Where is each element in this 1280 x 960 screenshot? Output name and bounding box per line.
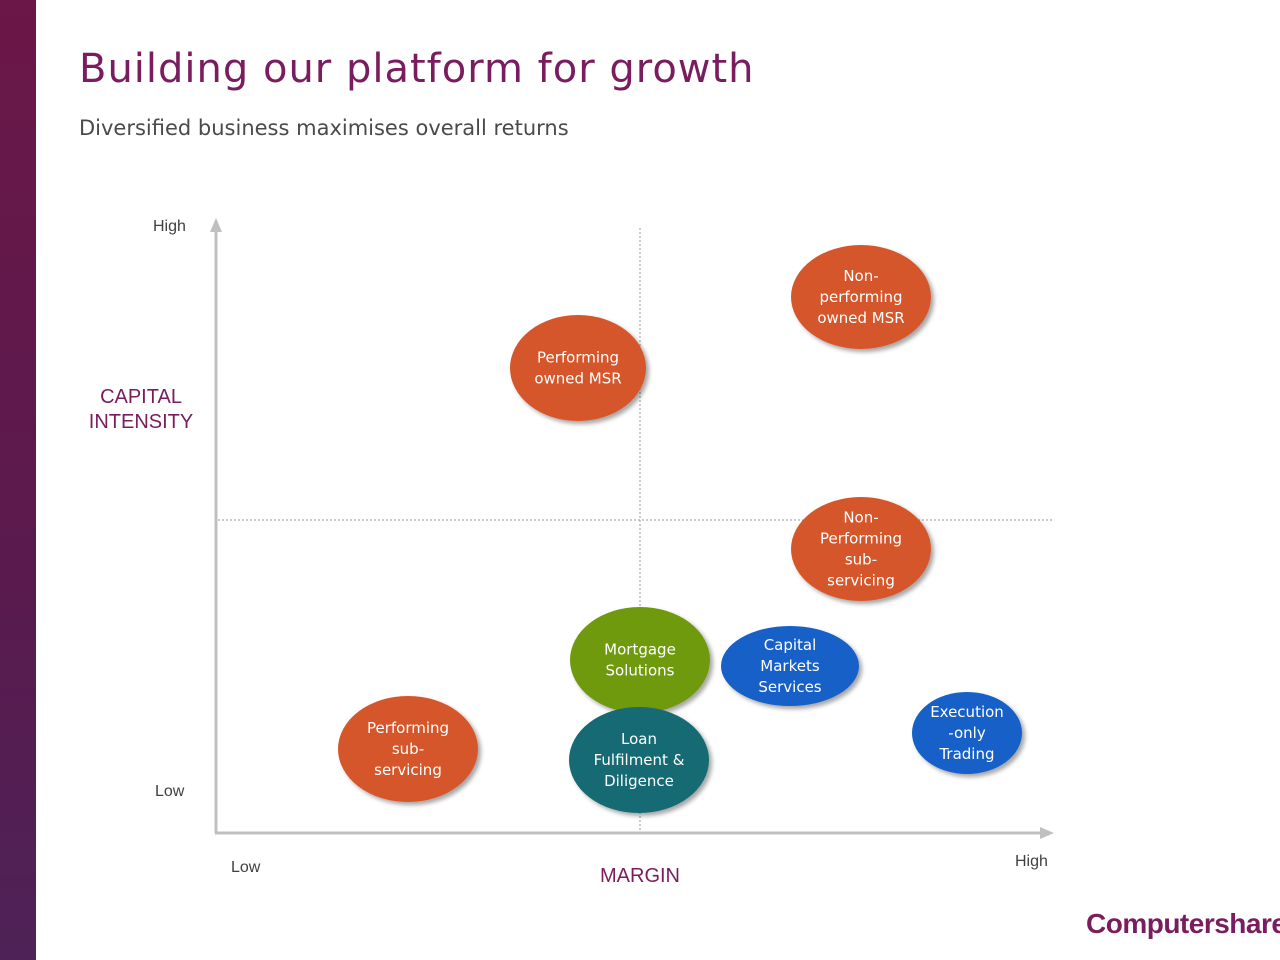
bubble-nonperforming-subservicing: Non- Performing sub-servicing [791,497,931,601]
bubble-label-line: owned MSR [534,370,621,388]
bubble-label-line: Fulfilment & [594,751,685,769]
bubble-label-line: performing [819,288,902,306]
bubble-label-line: servicing [827,572,895,590]
bubble-shape [912,692,1022,774]
bubble-label-line: Trading [938,745,994,763]
bubble-label-line: sub- [392,740,424,758]
bubble-shape [721,626,859,706]
bubble-label-line: Non- [843,267,878,285]
bubble-label-line: Diligence [604,772,674,790]
bubble-label-line: sub- [845,551,877,569]
bubble-label-line: servicing [374,761,442,779]
bubble-label-line: Loan [621,730,657,748]
bubble-label-line: Execution [930,703,1004,721]
bubble-label-line: Performing [367,719,449,737]
bubble-layer: Non-performing owned MSR Performing owned M… [338,245,1022,813]
y-axis-title-line1: CAPITAL [100,386,182,408]
bubble-label-line: Capital [764,636,817,654]
computershare-logo: Computershare [1086,908,1280,939]
slide-subtitle: Diversified business maximises overall r… [79,116,569,140]
y-axis-title-line2: INTENSITY [88,411,194,433]
bubble-shape [570,607,710,713]
bubble-shape [510,315,646,421]
bubble-label-line: Performing [820,530,902,548]
bubble-label-line: -only [948,724,986,742]
bubble-label-line: Mortgage [604,641,676,659]
slide-title: Building our platform for growth [79,46,755,92]
bubble-shape [791,245,931,349]
bubble-shape [569,707,709,813]
bubble-label-line: Services [758,678,821,696]
bubble-shape [791,497,931,601]
side-band [0,0,36,960]
bubble-shape [338,696,478,802]
x-axis-title: MARGIN [600,865,680,887]
x-axis-arrow [1040,827,1054,839]
x-axis-low-label: Low [231,859,261,876]
bubble-label-line: Performing [537,349,619,367]
y-axis-high-label: High [153,218,186,235]
y-axis-title: CAPITAL INTENSITY [80,385,202,435]
y-axis-arrow [210,218,222,232]
bubble-performing-subservicing: Performing sub-servicing [338,696,478,802]
bubble-label-line: Non- [843,509,878,527]
y-axis-low-label: Low [155,783,185,800]
bubble-nonperforming-owned-msr: Non-performing owned MSR [791,245,931,349]
bubble-performing-owned-msr: Performing owned MSR [510,315,646,421]
bubble-label-line: owned MSR [817,309,904,327]
bubble-label-line: Solutions [606,662,675,680]
x-axis-high-label: High [1015,853,1048,870]
bubble-label-line: Markets [760,657,820,675]
